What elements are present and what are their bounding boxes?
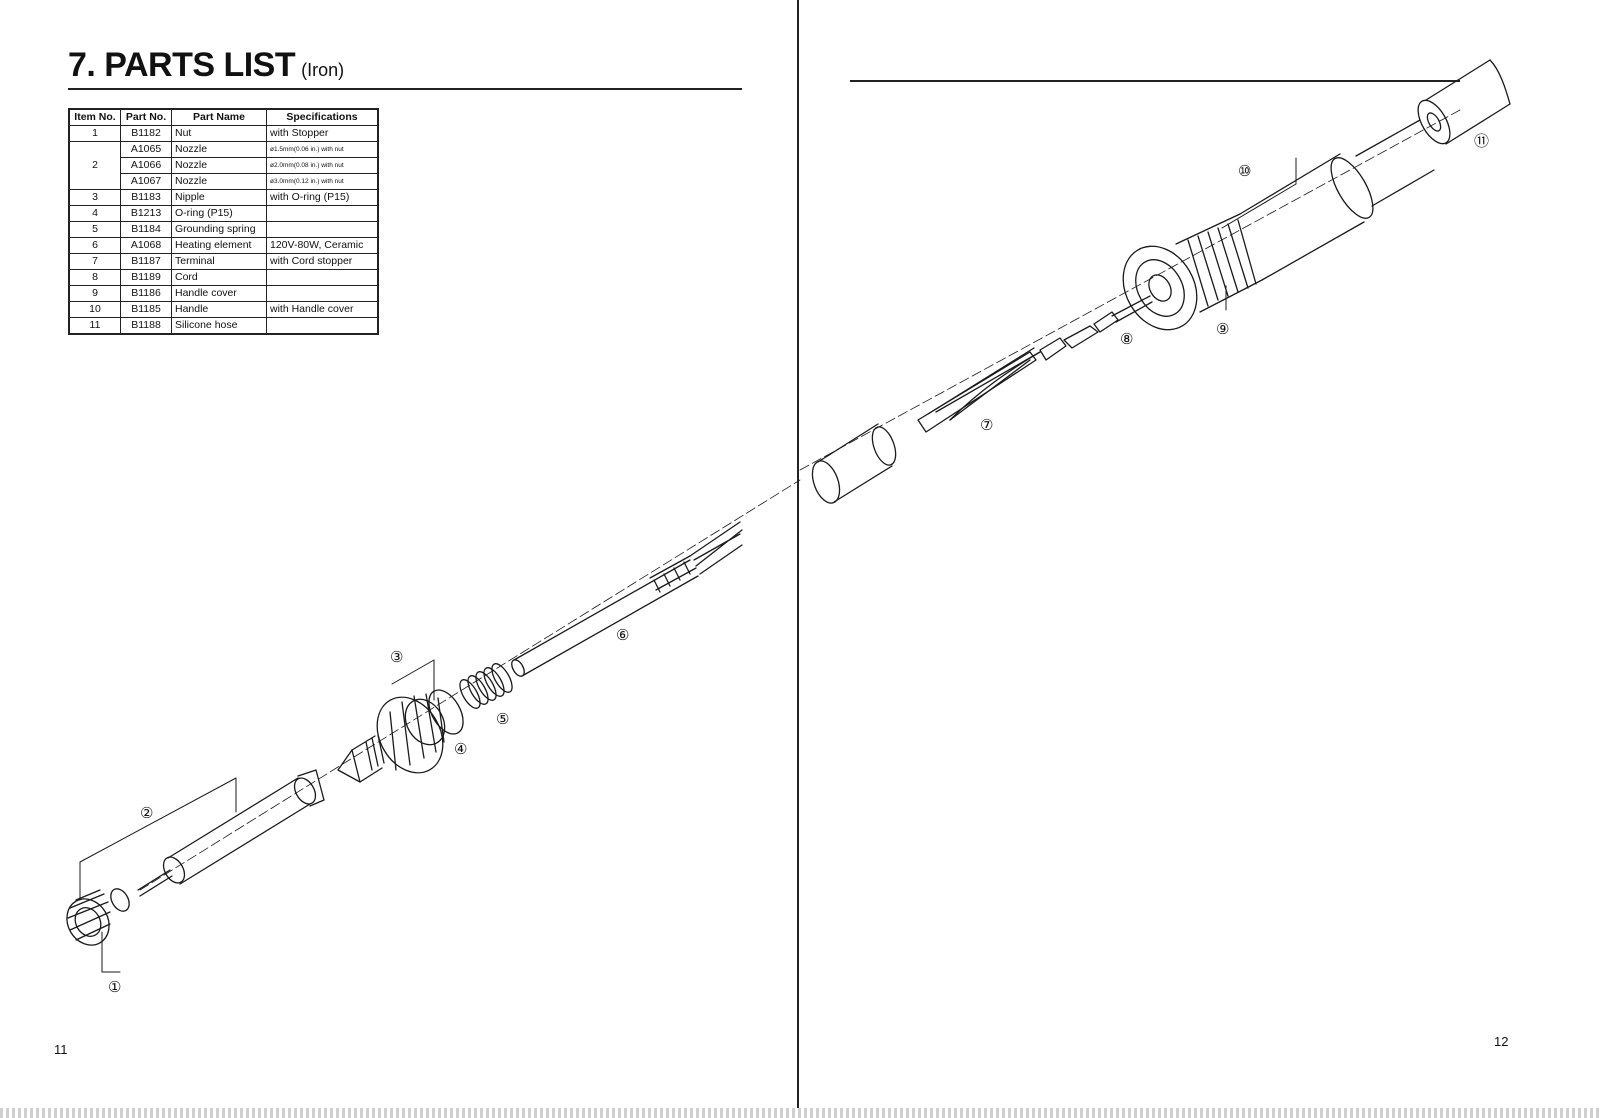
left-page: 7. PARTS LIST(Iron) Item No. Part No. Pa… — [54, 46, 742, 1057]
callout-5: ⑤ — [496, 711, 509, 728]
right-page: 12 — [800, 0, 1600, 1118]
cell-name: Cord — [171, 269, 267, 286]
cell-part-no: B1186 — [120, 285, 172, 302]
callout-11: ⑪ — [1474, 133, 1489, 150]
table-row: 11 B1188 Silicone hose — [68, 317, 379, 335]
cell-spec — [266, 317, 379, 335]
cord-part — [1039, 295, 1153, 361]
parts-table: Item No. Part No. Part Name Specificatio… — [68, 108, 379, 335]
handle-cover-part — [1122, 213, 1263, 331]
silicone-hose-part — [1417, 59, 1511, 145]
table-row: 2 A1065 Nozzle ø1.5mm(0.06 in.) with nut — [68, 141, 379, 190]
cell-name: Handle — [171, 301, 267, 318]
page-number-right: 12 — [1494, 1034, 1509, 1049]
cell-part-no: B1185 — [120, 301, 172, 318]
cell-item: 10 — [68, 301, 121, 318]
cell-name: Handle cover — [171, 285, 267, 302]
callout-1: ① — [108, 979, 121, 996]
callout-2: ② — [140, 805, 153, 822]
nipple-part — [337, 693, 446, 783]
leader-2 — [79, 777, 237, 863]
right-top-rule — [850, 80, 1460, 82]
leader-3 — [391, 659, 435, 701]
assembly-centerline — [139, 479, 801, 891]
table-header-row: Item No. Part No. Part Name Specificatio… — [68, 108, 379, 126]
nut-part — [66, 888, 130, 946]
cell-item: 2 — [68, 141, 121, 190]
table-row: A1067 Nozzle ø3.0mm(0.12 in.) with nut — [69, 173, 379, 190]
header-item-no: Item No. — [68, 108, 121, 126]
terminal-part — [811, 347, 1041, 504]
cell-name: Nut — [171, 125, 267, 142]
handle-part — [1239, 119, 1435, 281]
title-main: 7. PARTS LIST — [68, 46, 296, 84]
cell-name: Nipple — [171, 189, 267, 206]
callout-7: ⑦ — [980, 417, 993, 434]
cell-part-no: B1187 — [120, 253, 172, 270]
cell-part-no: B1189 — [120, 269, 172, 286]
table-row: 3 B1183 Nipple with O-ring (P15) — [68, 189, 379, 206]
cell-item: 11 — [68, 317, 121, 335]
assembly-centerline-right — [799, 109, 1461, 471]
page-bottom-edge — [0, 1108, 1600, 1118]
leader-1 — [101, 931, 121, 973]
cell-name: Silicone hose — [171, 317, 267, 335]
callout-6: ⑥ — [616, 627, 629, 644]
callout-8: ⑧ — [1120, 331, 1133, 348]
cell-spec: with Handle cover — [266, 301, 379, 318]
page-spine — [797, 0, 799, 1108]
table-row: 10 B1185 Handle with Handle cover — [68, 301, 379, 318]
cell-name: O-ring (P15) — [171, 205, 267, 222]
nozzle-part — [137, 769, 325, 897]
title-sub: (Iron) — [301, 60, 345, 80]
cell-spec: with Stopper — [266, 125, 379, 142]
callout-10: ⑩ — [1238, 163, 1251, 180]
table-row: 1 B1182 Nut with Stopper — [68, 125, 379, 142]
spring-part — [459, 663, 513, 709]
table-row: 7 B1187 Terminal with Cord stopper — [68, 253, 379, 270]
cell-part-no: B1184 — [120, 221, 172, 238]
callout-9: ⑨ — [1216, 321, 1229, 338]
callout-3: ③ — [390, 649, 403, 666]
heating-element-part — [511, 521, 743, 677]
header-part-no: Part No. — [120, 108, 172, 126]
title-rule — [68, 88, 742, 90]
page-title: 7. PARTS LIST(Iron) — [68, 46, 344, 85]
table-row: A1066 Nozzle ø2.0mm(0.08 in.) with nut — [69, 157, 379, 174]
cell-part-no: B1188 — [120, 317, 172, 335]
leader-10 — [1221, 157, 1297, 229]
callout-4: ④ — [454, 741, 467, 758]
page-number-left: 11 — [54, 1042, 68, 1057]
